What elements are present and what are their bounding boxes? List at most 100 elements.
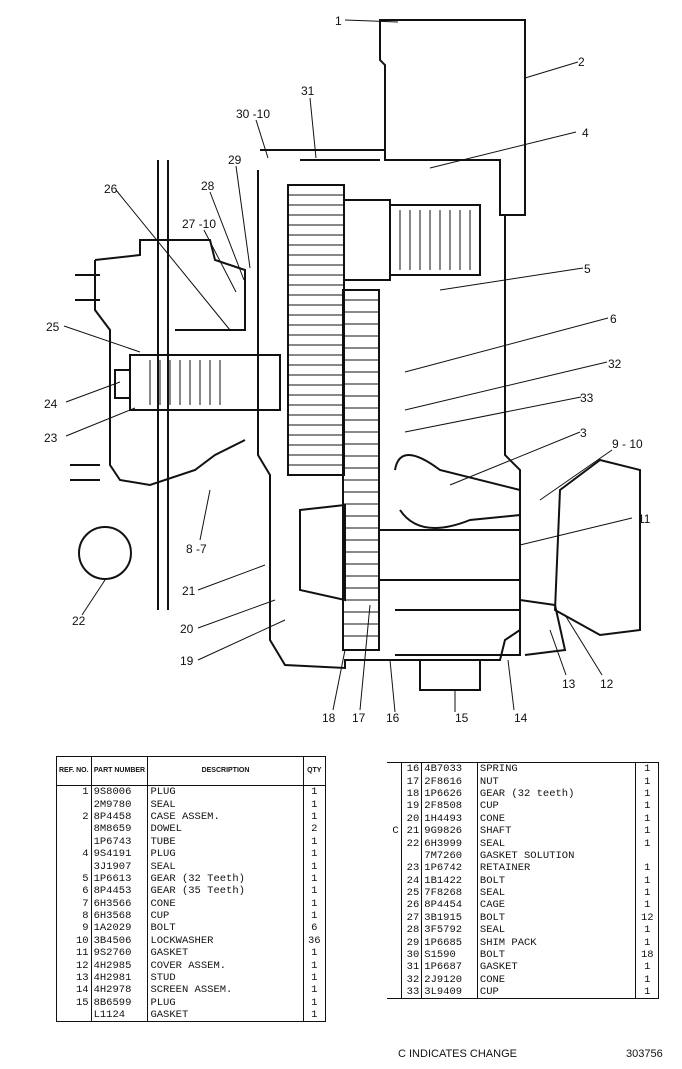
cell-qty: 1: [302, 885, 327, 898]
callout-label: 27 -10: [182, 217, 216, 231]
cell-mark: [387, 813, 401, 825]
cell-mark: [387, 862, 401, 874]
cell-ref: 33: [400, 986, 422, 999]
cell-pn: 8P4458: [90, 810, 149, 824]
cell-qty: 1: [302, 909, 327, 923]
callout-label: 15: [455, 711, 469, 725]
cell-mark: [387, 974, 401, 986]
cell-ref: 6: [56, 885, 92, 898]
callout-label: 13: [562, 677, 576, 691]
cell-pn: 1B1422: [421, 874, 478, 887]
callout-label: 23: [44, 431, 58, 445]
cell-pn: L1124: [90, 1009, 149, 1022]
callout-label: 8 -7: [186, 542, 207, 556]
cell-qty: 36: [302, 934, 327, 948]
cell-qty: 2: [302, 823, 327, 836]
cell-qty: 1: [302, 810, 327, 824]
cell-ref: 2: [56, 810, 92, 824]
cell-pn: 4B7033: [421, 762, 478, 776]
cell-desc: NUT: [476, 775, 636, 788]
cell-qty: 1: [635, 899, 659, 912]
cell-desc: TUBE: [147, 835, 304, 848]
cell-mark: [387, 961, 401, 973]
cell-desc: BOLT: [476, 874, 636, 887]
cell-mark: [387, 775, 401, 787]
cell-desc: RETAINER: [476, 862, 636, 875]
cell-pn: 1P6613: [90, 872, 149, 886]
cell-desc: CUP: [476, 986, 636, 999]
cell-pn: 3J1907: [90, 860, 149, 873]
cell-qty: 1: [302, 984, 327, 997]
cell-qty: 1: [302, 860, 327, 873]
cell-pn: 1P6742: [421, 862, 478, 875]
cell-qty: 1: [302, 971, 327, 985]
cell-desc: GASKET SOLUTION: [476, 849, 636, 863]
cell-qty: 1: [302, 785, 327, 799]
callout-label: 16: [386, 711, 400, 725]
callout-label: 32: [608, 357, 622, 371]
cell-pn: 7F8268: [421, 886, 478, 900]
cell-desc: CASE ASSEM.: [147, 810, 304, 824]
cell-desc: PLUG: [147, 785, 304, 799]
callout-label: 2: [578, 55, 585, 69]
callout-label: 6: [610, 312, 617, 326]
cell-desc: CAGE: [476, 899, 636, 912]
cell-qty: 1: [635, 973, 659, 987]
cell-qty: 1: [635, 862, 659, 875]
cell-desc: BOLT: [476, 911, 636, 925]
cell-qty: 1: [302, 798, 327, 811]
cell-pn: 6H3568: [90, 909, 149, 923]
cell-pn: 1P6687: [421, 961, 478, 974]
cell-ref: 17: [400, 775, 422, 788]
callout-label: 11: [638, 512, 651, 526]
cell-ref: 32: [400, 973, 422, 987]
cell-ref: 28: [400, 924, 422, 937]
callout-label: 4: [582, 126, 589, 140]
cell-pn: 9S8006: [90, 785, 149, 799]
cell-ref: 1: [56, 785, 92, 799]
cell-ref: [56, 798, 92, 811]
cell-desc: SEAL: [476, 837, 636, 850]
col-description-header: DESCRIPTION: [147, 756, 304, 786]
callout-label: 25: [46, 320, 60, 334]
cell-ref: 4: [56, 847, 92, 861]
cell-ref: 16: [400, 762, 422, 776]
callout-label: 3: [580, 426, 587, 440]
cell-qty: 1: [635, 924, 659, 937]
cell-desc: GEAR (32 Teeth): [147, 872, 304, 886]
cell-desc: CONE: [476, 973, 636, 987]
col-part-number-header: PART NUMBER: [90, 756, 149, 786]
callout-label: 22: [72, 614, 86, 628]
col-ref-header: REF. NO.: [56, 756, 92, 786]
cell-desc: CUP: [147, 909, 304, 923]
callout-label: 21: [182, 584, 196, 598]
cell-desc: SEAL: [147, 798, 304, 811]
cell-desc: COVER ASSEM.: [147, 959, 304, 972]
cell-mark: [387, 837, 401, 849]
cell-ref: 21: [400, 824, 422, 838]
cell-qty: 1: [302, 947, 327, 960]
cell-pn: 2J9120: [421, 973, 478, 987]
cell-qty: 1: [635, 800, 659, 813]
cell-pn: 9S2760: [90, 947, 149, 960]
cell-ref: 10: [56, 934, 92, 948]
cell-ref: 7: [56, 897, 92, 910]
cell-desc: GASKET: [147, 947, 304, 960]
cell-pn: 6H3566: [90, 897, 149, 910]
